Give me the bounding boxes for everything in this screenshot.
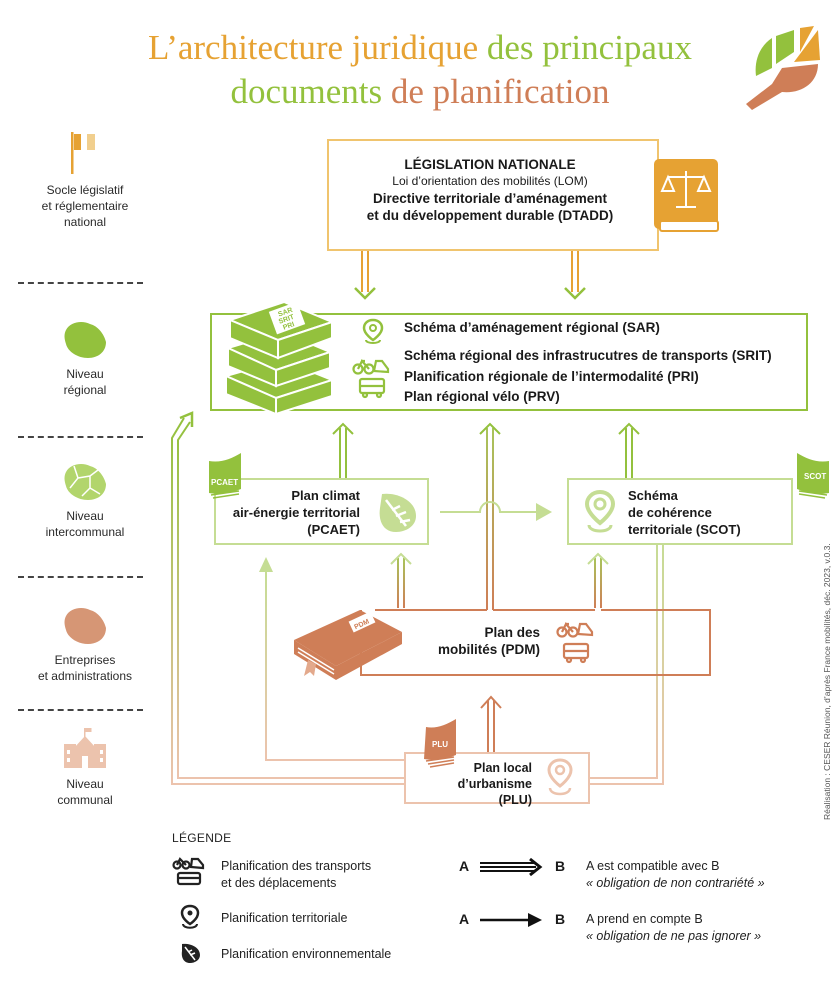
legend-environmental: Planification environnementale xyxy=(221,947,392,961)
level-regional: Niveau régional xyxy=(10,318,160,398)
regional-item-sar: Schéma d’aménagement régional (SAR) xyxy=(404,320,660,335)
level-national: Socle législatif et réglementaire nation… xyxy=(10,130,160,230)
territorial-pin-icon xyxy=(584,489,616,533)
legend-compatible: A est compatible avec B « obligation de … xyxy=(586,858,765,892)
reunion-intercommunal-map-icon xyxy=(64,464,106,500)
pdm-text: Plan des mobilités (PDM) xyxy=(420,624,540,658)
pcaet-text: Plan climat air-énergie territorial (PCA… xyxy=(218,487,360,538)
level-label: Niveau xyxy=(66,509,104,523)
page-title: L’architecture juridique des principaux … xyxy=(110,26,730,114)
plu-document-tag-icon: PLU xyxy=(424,719,456,768)
legend-title: LÉGENDE xyxy=(172,831,232,845)
territorial-pin-icon xyxy=(547,758,573,796)
level-label: Niveau xyxy=(66,777,104,791)
regional-item-pri: Planification régionale de l’intermodali… xyxy=(404,369,699,384)
takes-account-arrow-icon xyxy=(480,913,542,927)
national-heading: LÉGISLATION NATIONALE xyxy=(404,157,576,172)
legend-territorial: Planification territoriale xyxy=(221,911,348,925)
legend-b-compatible: B xyxy=(555,858,566,874)
legend-transport-line1: Planification des transports xyxy=(221,859,372,873)
book-label-sar: SAR xyxy=(277,307,293,319)
level-separator xyxy=(18,576,143,578)
pcaet-tag: PCAET xyxy=(211,478,238,487)
level-separator xyxy=(18,709,143,711)
legend-takes-account-note: « obligation de ne pas ignorer » xyxy=(586,929,762,943)
pcaet-document-tag-icon: PCAET xyxy=(209,453,241,499)
level-separator xyxy=(18,436,143,438)
level-intercommunal: Niveau intercommunal xyxy=(10,460,160,540)
scot-line1: Schéma xyxy=(628,488,678,503)
scot-text: Schéma de cohérence territoriale (SCOT) xyxy=(628,487,788,538)
level-businesses: Entreprises et administrations xyxy=(10,604,160,684)
scot-line3: territoriale (SCOT) xyxy=(628,522,741,537)
legend-takes-account-text: A prend en compte B xyxy=(586,912,703,926)
legend-a-takes-account: A xyxy=(459,911,470,927)
legend-b-takes-account: B xyxy=(555,911,566,927)
scot-tag: SCOT xyxy=(804,472,827,481)
level-label: et administrations xyxy=(37,669,133,683)
legend-transport: Planification des transports et des dépl… xyxy=(221,858,371,892)
scot-line2: de cohérence xyxy=(628,505,712,520)
scot-box xyxy=(567,478,793,545)
legend-transport-icon xyxy=(172,857,205,886)
transport-planning-icon xyxy=(352,359,390,399)
national-legislation-box xyxy=(327,139,659,251)
credit-text: Réalisation : CESER Réunion, d’après Fra… xyxy=(822,543,832,820)
environmental-leaf-icon xyxy=(379,493,416,532)
level-communal: Niveau communal xyxy=(10,726,160,808)
town-hall-icon xyxy=(64,728,106,768)
pcaet-line2: air-énergie territorial xyxy=(232,505,360,520)
title-part-2: des principaux xyxy=(486,28,692,67)
level-label: intercommunal xyxy=(45,525,125,539)
plu-line1: Plan local xyxy=(473,761,532,775)
title-part-4: de planification xyxy=(390,72,610,111)
national-legislation-text: LÉGISLATION NATIONALE Loi d’orientation … xyxy=(330,156,650,224)
pdm-line2: mobilités (PDM) xyxy=(437,642,540,657)
legend-pin-icon xyxy=(180,904,200,929)
law-book-scales-icon xyxy=(654,159,719,232)
national-lom: Loi d’orientation des mobilités (LOM) xyxy=(392,174,588,188)
pdm-line1: Plan des xyxy=(484,625,540,640)
regional-item-srit: Schéma régional des infrastrucutres de t… xyxy=(404,348,772,363)
transport-planning-icon xyxy=(556,622,594,664)
national-dtadd-line2: et du développement durable (DTADD) xyxy=(366,208,614,223)
level-label: communal xyxy=(57,793,113,807)
level-separator xyxy=(18,282,143,284)
leaf-logo-icon xyxy=(746,26,820,110)
regional-item-prv: Plan régional vélo (PRV) xyxy=(404,389,560,404)
plu-line2: d’urbanisme (PLU) xyxy=(457,777,532,807)
plu-text: Plan local d’urbanisme (PLU) xyxy=(440,760,532,808)
legend-takes-account: A prend en compte B « obligation de ne p… xyxy=(586,911,761,945)
territorial-planning-pin-icon xyxy=(362,318,384,344)
legend-compatible-note: « obligation de non contrariété » xyxy=(586,876,765,890)
national-dtadd-line1: Directive territoriale d’aménagement xyxy=(372,191,608,206)
level-label: et réglementaire xyxy=(41,199,129,213)
level-label: Socle législatif xyxy=(46,183,124,197)
book-label-pri: PRI xyxy=(282,321,295,332)
pcaet-line1: Plan climat xyxy=(291,488,360,503)
level-label: Entreprises xyxy=(54,653,116,667)
regional-books-stack-icon: SAR SRIT PRI xyxy=(223,300,335,416)
legend-transport-line2: et des déplacements xyxy=(221,876,337,890)
pcaet-line3: (PCAET) xyxy=(307,522,360,537)
level-label: Niveau xyxy=(66,367,104,381)
title-part-1: L’architecture juridique xyxy=(148,28,479,67)
flag-icon xyxy=(71,132,95,174)
legend-compatible-text: A est compatible avec B xyxy=(586,859,720,873)
pdm-book-icon: PDM xyxy=(294,610,402,680)
level-label: national xyxy=(63,215,107,229)
level-label: régional xyxy=(63,383,107,397)
legend-leaf-icon xyxy=(181,943,200,963)
reunion-island-icon xyxy=(64,322,106,358)
legend-a-compatible: A xyxy=(459,858,470,874)
scot-document-tag-icon xyxy=(797,453,829,499)
title-part-3: documents xyxy=(230,72,383,111)
plu-tag: PLU xyxy=(432,740,448,749)
compatible-arrow-icon xyxy=(480,857,543,877)
reunion-island-brown-icon xyxy=(64,608,106,644)
